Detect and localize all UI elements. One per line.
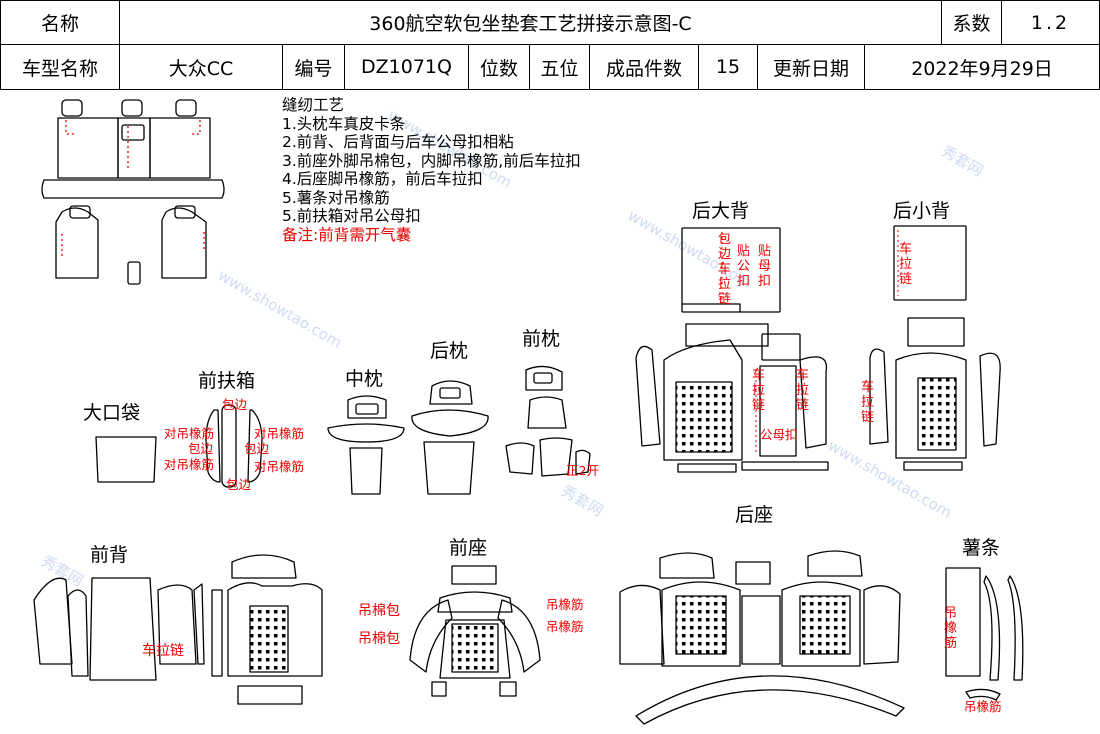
- label-front-armrest: 前扶箱: [198, 370, 256, 392]
- note-item: 5.前扶箱对吊公母扣: [282, 207, 421, 225]
- ann-dui-diao-xiangjin: 对吊橡筋: [254, 426, 305, 441]
- note-item: 1.头枕车真皮卡条: [282, 114, 406, 133]
- label-fries-strip: 薯条: [962, 537, 1001, 559]
- name-label: 名称: [40, 13, 79, 35]
- ann-diao-mianbao: 吊棉包: [358, 603, 400, 619]
- ann-diao-xiangjin: 吊橡筋: [546, 619, 584, 634]
- header-table: 名称 360航空软包坐垫套工艺拼接示意图-C 系数 1.2 车型名称 大众CC …: [0, 0, 1100, 90]
- pieces-value: 15: [715, 56, 741, 78]
- page-title: 360航空软包坐垫套工艺拼接示意图-C: [369, 13, 692, 35]
- date-value: 2022年9月29日: [911, 57, 1053, 80]
- note-item: 3.前座外脚吊棉包，内脚吊橡筋,前后车拉扣: [282, 151, 581, 170]
- overview-seam-marks: [61, 120, 205, 256]
- ann-che-lalian-small-back: 车拉链: [898, 242, 912, 287]
- rear-big-back-perforation: [675, 381, 733, 453]
- ann-dui-diao-xiangjin: 对吊橡筋: [164, 426, 215, 441]
- front-back-pieces: [33, 554, 323, 705]
- rear-small-back-perforation: [917, 377, 957, 451]
- ann-che-lalian-left: 车拉链: [751, 368, 765, 413]
- ann-diao-xiangjin-bottom: 吊橡筋: [964, 699, 1002, 714]
- seats-value: 五位: [540, 57, 579, 80]
- label-big-pocket: 大口袋: [83, 402, 141, 424]
- ann-zheng-2kai: 正2开: [566, 463, 599, 478]
- label-rear-pillow: 后枕: [430, 340, 469, 362]
- label-front-seat: 前座: [449, 537, 488, 559]
- label-rear-big-back: 后大背: [692, 200, 750, 222]
- ann-che-lalian-vertical: 车拉链: [717, 262, 731, 307]
- series-label: 系数: [952, 13, 991, 35]
- sewing-notes: 缝纫工艺 1.头枕车真皮卡条 2.前背、后背面与后车公母扣相粘 3.前座外脚吊棉…: [282, 96, 581, 244]
- ann-baobian-top: 包边: [222, 397, 248, 412]
- rear-big-back-pieces: [635, 227, 829, 473]
- ann-dui-diao-xiangjin: 对吊橡筋: [164, 457, 215, 472]
- rear-pillow-pieces: [411, 380, 489, 495]
- ann-baobian-bottom: 包边: [226, 477, 252, 492]
- rear-seat-perforation-left: [675, 595, 727, 655]
- ann-baobian-right: 包边: [244, 441, 270, 456]
- ann-gong-mu-kou: 公母扣: [760, 427, 798, 442]
- notes-remark: 备注:前背需开气囊: [282, 225, 412, 244]
- seats-label: 位数: [479, 57, 518, 80]
- ann-diao-xiangjin: 吊橡筋: [546, 597, 584, 612]
- seam-marks: [721, 230, 899, 452]
- label-rear-seat: 后座: [735, 504, 774, 526]
- note-item: 5.薯条对吊橡筋: [282, 188, 390, 207]
- model-value: 大众CC: [168, 57, 234, 80]
- model-label: 车型名称: [21, 57, 98, 80]
- middle-pillow-pieces: [327, 395, 405, 495]
- ann-che-lalian-front-back: 车拉链: [142, 643, 184, 659]
- ann-baobian-left: 包边: [188, 441, 214, 456]
- big-pocket-shape: [95, 436, 157, 483]
- rear-small-back-pieces: [869, 225, 1001, 471]
- ann-tie-mu-kou: 贴母扣: [757, 244, 771, 289]
- ann-baobian-vertical: 包边: [717, 232, 731, 262]
- label-middle-pillow: 中枕: [345, 368, 384, 390]
- label-front-back: 前背: [90, 544, 129, 566]
- rear-seat-pieces: [619, 550, 905, 725]
- note-item: 4.后座脚吊橡筋，前后车拉扣: [282, 170, 483, 188]
- fries-strip-pieces: [945, 567, 1024, 701]
- ann-diao-mianbao: 吊棉包: [358, 631, 400, 647]
- label-rear-small-back: 后小背: [893, 200, 951, 222]
- notes-title: 缝纫工艺: [282, 96, 345, 114]
- rear-seat-perforation-right: [799, 595, 851, 655]
- code-label: 编号: [294, 57, 333, 80]
- front-seat-perforation: [451, 623, 499, 673]
- label-front-pillow: 前枕: [522, 328, 561, 350]
- date-label: 更新日期: [772, 57, 849, 80]
- front-back-perforation: [249, 605, 289, 673]
- ann-dui-diao-xiangjin: 对吊橡筋: [254, 459, 305, 474]
- ann-che-lalian-right: 车拉链: [795, 368, 809, 413]
- front-pillow-pieces: [505, 365, 591, 477]
- code-value: DZ1071Q: [361, 56, 452, 78]
- pieces-label: 成品件数: [605, 57, 682, 80]
- front-armrest-pieces: [205, 404, 263, 488]
- overview-seat-layout: [41, 99, 225, 285]
- ann-tie-gong-kou: 贴公扣: [736, 244, 750, 289]
- series-value: 1.2: [1030, 11, 1071, 34]
- note-item: 2.前背、后背面与后车公母扣相粘: [282, 133, 514, 151]
- ann-diao-xiangjin-vertical: 吊橡筋: [943, 606, 957, 651]
- front-seat-pieces: [409, 565, 541, 697]
- ann-che-lalian-side: 车拉链: [860, 380, 874, 425]
